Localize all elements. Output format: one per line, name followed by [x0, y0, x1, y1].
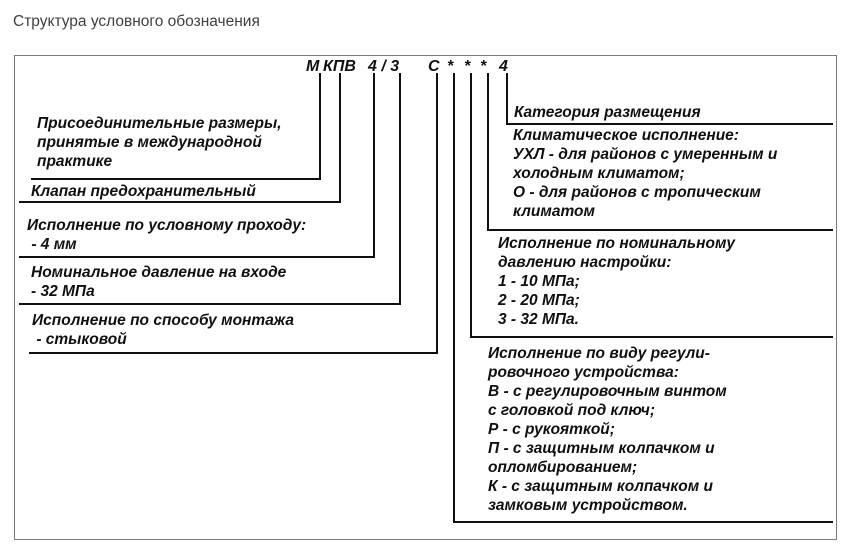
underline-mounting [29, 352, 438, 354]
code-part-star3: * [480, 58, 487, 75]
underline-inlet-pressure [19, 303, 401, 305]
page-title: Структура условного обозначения [13, 13, 260, 30]
underline-intl-dimensions [31, 178, 321, 180]
underline-valve-type [19, 201, 341, 203]
label-valve-type: Клапан предохранительный [31, 183, 256, 200]
underline-climate [487, 229, 833, 231]
label-regulator: Исполнение по виду регули- ровочного уст… [488, 345, 727, 514]
code-part-kpv: КПВ [323, 58, 356, 75]
connector-regulator-line [453, 73, 455, 523]
underline-placement-category [506, 123, 833, 125]
label-mounting: Исполнение по способу монтажа - стыковой [32, 312, 295, 348]
code-part-m: М [306, 58, 320, 75]
underline-regulator [453, 521, 833, 523]
connector-setting-line [470, 73, 472, 338]
code-part-star1: * [447, 58, 454, 75]
connector-bore-line [373, 73, 375, 258]
label-pressure-setting: Исполнение по номинальному давлению наст… [498, 235, 736, 328]
connector-category-line [506, 73, 508, 125]
label-placement-category: Категория размещения [514, 104, 701, 121]
code-part-star2: * [464, 58, 471, 75]
connector-m-line [319, 73, 321, 180]
code-part-mount: С [428, 58, 440, 75]
connector-mount-line [436, 73, 438, 354]
code-part-category: 4 [499, 58, 508, 75]
underline-bore [19, 256, 375, 258]
code-part-bore-pressure: 4 / 3 [368, 58, 400, 75]
underline-pressure-setting [470, 336, 833, 338]
label-climate: Климатическое исполнение: УХЛ - для райо… [513, 127, 778, 220]
connector-climate-line [487, 73, 489, 231]
label-intl-dimensions: Присоединительные размеры, принятые в ме… [37, 115, 282, 170]
connector-pressure-line [399, 73, 401, 305]
connector-kpv-line [339, 73, 341, 203]
label-bore: Исполнение по условному проходу: - 4 мм [27, 217, 307, 253]
diagram-frame: М КПВ 4 / 3 С * * * 4 Присоединительные … [14, 55, 837, 540]
label-inlet-pressure: Номинальное давление на входе - 32 МПа [31, 264, 287, 300]
